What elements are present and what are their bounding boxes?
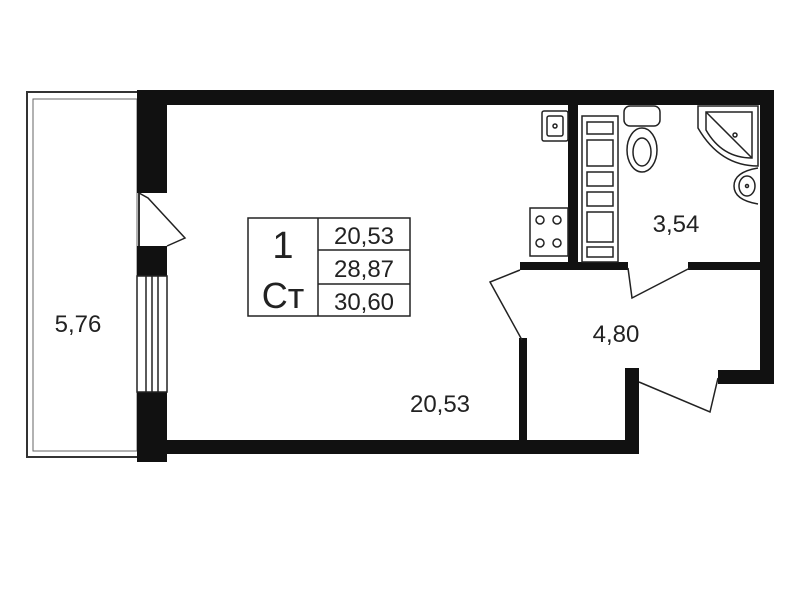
living-room-area-label: 20,53 — [410, 391, 470, 418]
sink-icon — [541, 110, 569, 142]
hallway-area-label: 4,80 — [593, 321, 640, 348]
bathroom-door — [627, 267, 691, 300]
info-box: 1 Ст 20,53 28,87 30,60 — [247, 217, 411, 317]
living-area-value: 20,53 — [334, 223, 394, 250]
apartment-type: Ст — [262, 275, 305, 316]
total-area-value: 28,87 — [334, 256, 394, 283]
outer-walls — [137, 90, 774, 462]
rooms-count: 1 — [272, 225, 293, 267]
balcony — [26, 91, 140, 458]
balcony-door — [138, 192, 187, 247]
shower-icon — [697, 105, 759, 167]
cabinets — [581, 115, 619, 263]
stove-icon — [529, 207, 569, 257]
basin-icon — [733, 167, 759, 205]
window — [136, 275, 168, 393]
entrance-door — [638, 377, 719, 414]
interior-walls — [519, 105, 768, 444]
total-area-balcony-value: 30,60 — [334, 289, 394, 316]
toilet-icon — [623, 105, 661, 173]
balcony-area-label: 5,76 — [55, 311, 102, 338]
hallway-door — [488, 269, 523, 341]
bathroom-area-label: 3,54 — [653, 211, 700, 238]
